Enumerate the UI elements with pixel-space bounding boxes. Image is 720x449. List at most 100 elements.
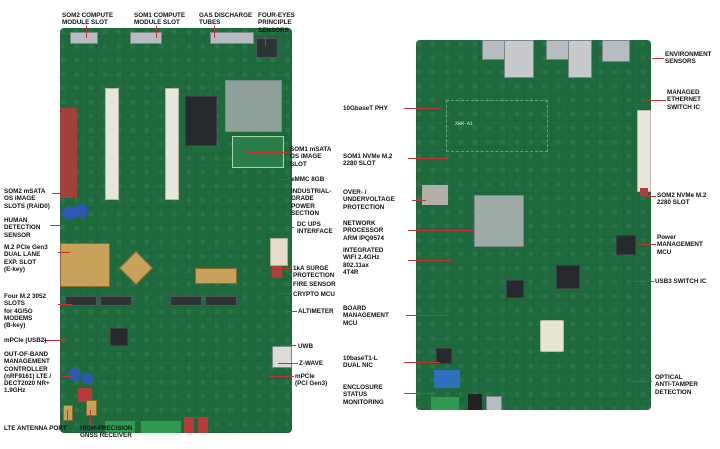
right-board-photo: XWR-A1 bbox=[416, 40, 651, 410]
label-gas-discharge-tubes: GAS DISCHARGE TUBES bbox=[199, 12, 253, 27]
label-power-management: Power MANAGEMENT MCU bbox=[657, 234, 703, 256]
label-board-management: BOARD MANAGEMENT MCU bbox=[343, 305, 389, 327]
network-processor bbox=[474, 195, 524, 247]
gold-pad bbox=[119, 251, 153, 285]
leader-human bbox=[50, 225, 64, 226]
label-environment-sensors: ENVIRONMENT SENSORS bbox=[665, 51, 712, 66]
label-som1-nvme: SOM1 NVMe M.2 2280 SLOT bbox=[343, 153, 393, 168]
label-enclosure-monitoring: ENCLOSURE STATUS MONITORING bbox=[343, 384, 384, 406]
leader-crypto bbox=[282, 293, 292, 294]
m2-pcie-card bbox=[60, 243, 110, 287]
right-side-module bbox=[272, 346, 292, 368]
label-altimeter: ALTIMETER bbox=[298, 308, 334, 315]
leader-emmc bbox=[280, 179, 290, 180]
som2-module-slot bbox=[105, 88, 119, 200]
bottom-terminal bbox=[104, 420, 136, 433]
silkscreen-chip-text: XWR-A1 bbox=[455, 121, 474, 127]
chip bbox=[556, 265, 580, 289]
leader-som1-nvme bbox=[408, 158, 448, 159]
label-dual-nic: 10baseT1-L DUAL NIC bbox=[343, 355, 378, 370]
label-zwave: Z-WAVE bbox=[299, 360, 324, 367]
indicator bbox=[640, 188, 648, 196]
m2-slot-right bbox=[637, 110, 651, 192]
capacitor bbox=[82, 373, 93, 384]
rj45-port bbox=[482, 40, 506, 60]
leader-managed-switch bbox=[646, 100, 666, 101]
leader-anti-tamper bbox=[630, 381, 652, 382]
label-som1-module-slot: SOM1 COMPUTE MODULE SLOT bbox=[134, 12, 186, 27]
overvoltage-block bbox=[422, 185, 448, 205]
leader-nic bbox=[404, 362, 440, 363]
leader-mpcie-usb2 bbox=[44, 340, 66, 341]
label-dc-ups: DC UPS INTERFACE bbox=[297, 221, 333, 236]
leader-surge bbox=[282, 268, 292, 269]
capacitor bbox=[62, 206, 76, 220]
switch-ic bbox=[616, 235, 636, 255]
red-connector bbox=[78, 388, 92, 402]
leader-som2-module bbox=[86, 26, 87, 38]
leader-gnss bbox=[90, 410, 91, 424]
capacitor bbox=[74, 204, 88, 218]
m2-3052-slot bbox=[100, 296, 132, 306]
leader-power-mgmt bbox=[638, 244, 656, 245]
sfp-cage bbox=[504, 40, 534, 78]
label-overvoltage: OVER- / UNDERVOLTAGE PROTECTION bbox=[343, 189, 395, 211]
label-managed-switch: MANAGED ETHERNET SWITCH IC bbox=[667, 89, 701, 111]
chip bbox=[110, 328, 128, 346]
usb-port bbox=[486, 396, 502, 410]
leader-lte bbox=[67, 410, 68, 424]
barrel-jack bbox=[468, 394, 482, 410]
label-crypto-mcu: CRYPTO MCU bbox=[293, 291, 335, 298]
leader-som2-nvme bbox=[646, 196, 656, 197]
leader-four-m2 bbox=[58, 304, 72, 305]
leader-fire bbox=[282, 283, 292, 284]
leader-som1-module bbox=[156, 26, 157, 38]
label-10g-phy: 10GbaseT PHY bbox=[343, 105, 388, 112]
bottom-terminal bbox=[430, 396, 460, 410]
top-header bbox=[256, 38, 278, 58]
leader-dc-ups bbox=[286, 227, 294, 228]
gnss-antenna-jack bbox=[86, 400, 97, 416]
leader-board-mgmt bbox=[406, 315, 448, 316]
bottom-terminal bbox=[140, 420, 182, 433]
label-network-processor: NETWORK PROCESSOR ARM IPQ9574 bbox=[343, 220, 384, 242]
leader-gas bbox=[214, 26, 215, 38]
sfp-cage bbox=[568, 40, 592, 78]
leader-usb3 bbox=[634, 281, 654, 282]
leader-m2-pcie bbox=[58, 252, 70, 253]
capacitor bbox=[68, 368, 81, 381]
gold-pad bbox=[195, 268, 237, 284]
label-wifi: INTEGRATED WIFI 2.4GHz 802.11ax 4T4R bbox=[343, 247, 384, 276]
label-emmc: eMMC 8GB bbox=[291, 176, 325, 183]
rj45-port bbox=[546, 40, 570, 60]
label-uwb: UWB bbox=[298, 343, 314, 350]
chip bbox=[185, 96, 217, 146]
leader-env bbox=[652, 58, 664, 59]
leader-som1-msata bbox=[245, 152, 289, 153]
label-anti-tamper: OPTICAL ANTI-TAMPER DETECTION bbox=[655, 374, 698, 396]
label-mpcie-gen3: mPCIe (PCI Gen3) bbox=[295, 373, 328, 388]
label-surge: 1kA SURGE PROTECTION bbox=[293, 265, 335, 280]
top-connector bbox=[70, 32, 98, 44]
phy-area: XWR-A1 bbox=[446, 100, 548, 152]
label-lte-antenna-port: LTE ANTENNA PORT bbox=[4, 425, 67, 432]
label-som2-nvme: SOM2 NVMe M.2 2280 SLOT bbox=[657, 192, 707, 207]
heatsink bbox=[225, 80, 282, 132]
label-som2-module-slot: SOM2 COMPUTE MODULE SLOT bbox=[62, 12, 114, 27]
enclosure-connector bbox=[434, 370, 460, 388]
top-connector bbox=[210, 32, 254, 44]
leader-enclosure bbox=[404, 393, 436, 394]
m2-3052-slot bbox=[170, 296, 202, 306]
leader-overvoltage bbox=[412, 200, 426, 201]
leader-network-processor bbox=[408, 230, 474, 231]
chip bbox=[506, 280, 524, 298]
m2-3052-slot bbox=[205, 296, 237, 306]
leader-10g-phy bbox=[404, 108, 440, 109]
top-connector bbox=[130, 32, 162, 44]
edge-connector bbox=[60, 108, 77, 198]
label-som1-msata: SOM1 mSATA OS IMAGE SLOT bbox=[290, 146, 332, 168]
leader-wifi bbox=[408, 260, 452, 261]
label-gnss-receiver: HIGH-PRECISION GNSS RECEIVER bbox=[80, 425, 133, 440]
leader-four-eyes bbox=[265, 36, 266, 46]
label-industrial-power: INDUSTRIAL- GRADE POWER SECTION bbox=[291, 188, 332, 217]
